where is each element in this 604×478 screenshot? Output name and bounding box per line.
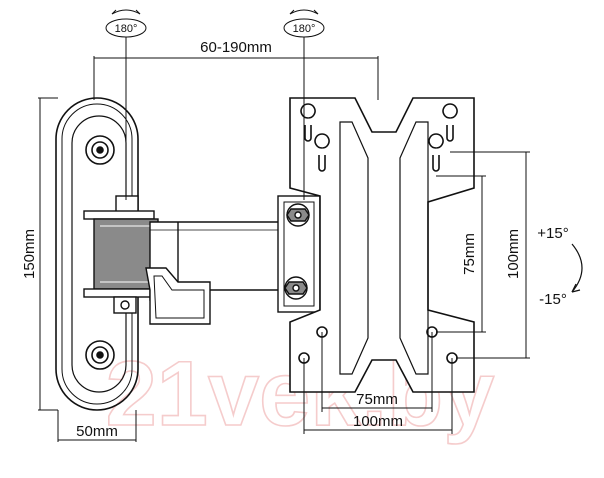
wall-plate-width-label: 50mm (76, 423, 118, 440)
tilt-bracket (277, 195, 321, 313)
tilt-up-label: +15° (537, 225, 568, 242)
wall-plate (55, 97, 139, 411)
swivel-icon-wall (105, 9, 147, 38)
wall-plate-height-label: 150mm (21, 229, 38, 279)
vesa-small-horizontal-label: 75mm (356, 391, 398, 408)
vesa-small-vertical-label: 75mm (461, 233, 478, 275)
swivel-head-label: 180° (293, 23, 316, 35)
arm-assembly (83, 195, 283, 325)
tilt-down-label: -15° (539, 291, 567, 308)
dimension-lines (38, 36, 530, 442)
vesa-plate (289, 97, 475, 393)
arm-extension-label: 60-190mm (200, 39, 272, 56)
tilt-arrow-icon (571, 243, 583, 293)
vesa-large-vertical-label: 100mm (505, 229, 522, 279)
swivel-wall-label: 180° (115, 23, 138, 35)
swivel-icon-head (283, 9, 325, 38)
vesa-large-horizontal-label: 100mm (353, 413, 403, 430)
